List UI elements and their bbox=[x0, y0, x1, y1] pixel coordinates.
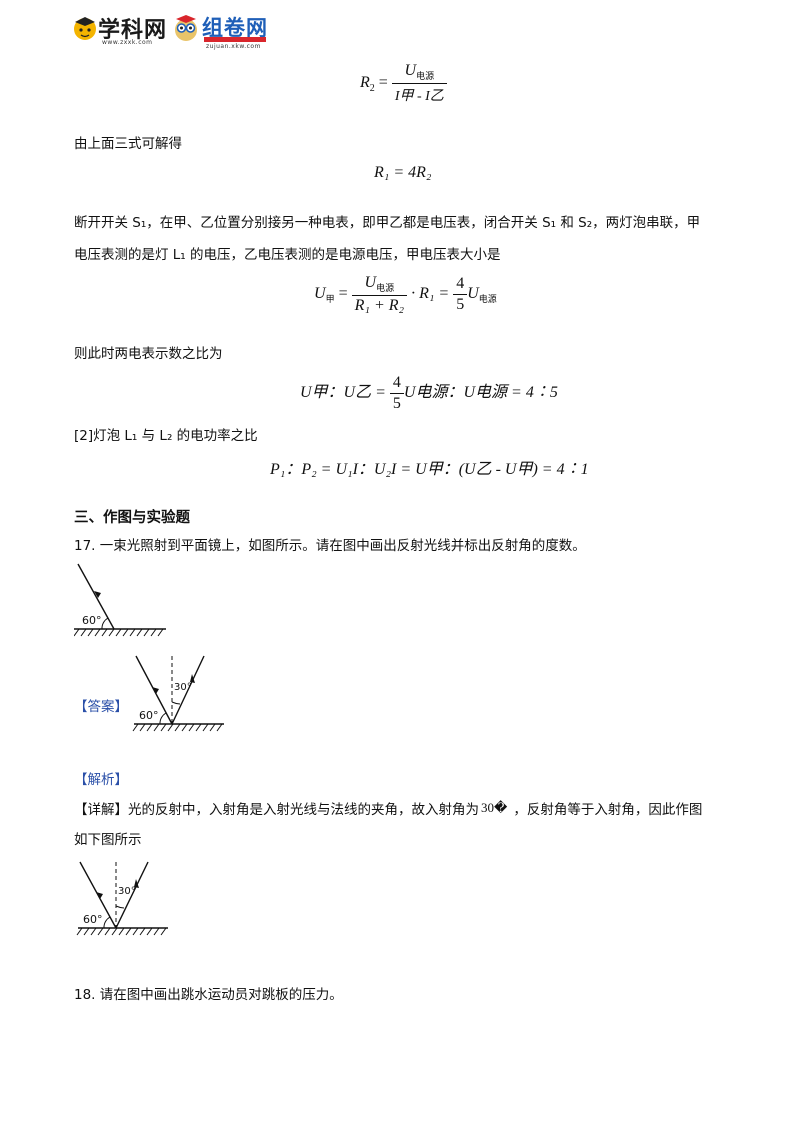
eq3-left-sub: 甲 bbox=[325, 295, 335, 306]
eq1-den: I甲 - I乙 bbox=[394, 89, 444, 104]
equation-r1: R₁ = 4R₂ bbox=[374, 164, 432, 181]
answer-angle-given: 60° bbox=[139, 709, 159, 722]
eq3-tail-sub: 电源 bbox=[478, 295, 497, 306]
eq3-fraction: U电源 R₁ + R₂ bbox=[351, 274, 408, 315]
eq3-frac-den: 5 bbox=[456, 296, 465, 313]
eq3-left: U bbox=[314, 285, 326, 303]
eq3-frac-num: 4 bbox=[453, 275, 468, 295]
eq3-num: U bbox=[364, 274, 377, 291]
eq4-fraction: 4 5 bbox=[389, 374, 404, 413]
eq4-frac-num: 4 bbox=[389, 374, 404, 394]
detail-line-1a: 【详解】光的反射中，入射角是入射光线与法线的夹角，故入射角为 bbox=[74, 802, 479, 818]
equation-u-jia: U甲 = U电源 R₁ + R₂ · R₁ = 4 5 U电源 bbox=[314, 274, 497, 315]
equation-r2: R2 = U电源 I甲 - I乙 bbox=[360, 62, 447, 105]
logo-xkw: 学科网 www.zxxk.com bbox=[72, 12, 167, 46]
detail-angle-given: 60° bbox=[83, 913, 103, 926]
equation-ratio: U甲：U乙 = 4 5 U电源：U电源 = 4∶5 bbox=[300, 374, 558, 413]
logo-zujuan-name: 组卷网 bbox=[202, 16, 268, 40]
equation-power: P₁：P₂ = U₁I：U₂I = U甲：(U乙 - U甲) = 4∶1 bbox=[270, 461, 589, 478]
detail-line-2: 如下图所示 bbox=[74, 832, 142, 848]
switch-line-2: 电压表测的是灯 L₁ 的电压，乙电压表测的是电源电压，甲电压表大小是 bbox=[74, 247, 501, 263]
eq1-left-sub: 2 bbox=[369, 83, 375, 95]
detail-angle-reflect: 30° bbox=[118, 886, 136, 897]
answer-label: 【答案】 bbox=[74, 699, 128, 715]
q17-stem: 17. 一束光照射到平面镜上，如图所示。请在图中画出反射光线并标出反射角的度数。 bbox=[74, 538, 586, 554]
eq1-left: R bbox=[360, 74, 370, 92]
switch-line-1: 断开开关 S₁，在甲、乙位置分别接另一种电表，即甲乙都是电压表，闭合开关 S₁ … bbox=[74, 215, 701, 231]
logo-zujuan: 组卷网 zujuan.xkw.com bbox=[172, 12, 272, 50]
q18-stem: 18. 请在图中画出跳水运动员对跳板的压力。 bbox=[74, 987, 343, 1003]
logo-xkw-name: 学科网 bbox=[98, 18, 168, 43]
eq1-num: U bbox=[404, 62, 417, 79]
owl-icon bbox=[175, 15, 197, 41]
derive-line: 由上面三式可解得 bbox=[74, 136, 182, 152]
eq1-fraction: U电源 I甲 - I乙 bbox=[391, 62, 447, 105]
logo-zujuan-bar bbox=[204, 37, 266, 42]
eq4-tail: U电源：U电源 = 4∶5 bbox=[403, 384, 558, 402]
detail-line-1b: ，反射角等于入射角，因此作图 bbox=[513, 802, 703, 818]
analysis-label: 【解析】 bbox=[74, 772, 128, 788]
eq3-mid: · R₁ = bbox=[411, 285, 450, 303]
section-title: 三、作图与实验题 bbox=[74, 510, 190, 526]
eq3-tail: U bbox=[467, 285, 479, 303]
detail-angle: 30� bbox=[481, 800, 508, 815]
q17-figure: 60° bbox=[74, 563, 166, 637]
power-line: [2]灯泡 L₁ 与 L₂ 的电功率之比 bbox=[74, 428, 258, 444]
eq1-num-sub: 电源 bbox=[416, 72, 435, 82]
eq4-prefix: U甲：U乙 = bbox=[300, 384, 386, 402]
mascot-icon bbox=[74, 17, 96, 40]
logo-zujuan-url: zujuan.xkw.com bbox=[206, 43, 261, 50]
q17-angle-given: 60° bbox=[82, 614, 102, 627]
logo-xkw-url: www.zxxk.com bbox=[102, 39, 153, 46]
ratio-line: 则此时两电表示数之比为 bbox=[74, 346, 223, 362]
eq3-frac-45: 4 5 bbox=[453, 275, 468, 314]
eq3-den: R₁ + R₂ bbox=[354, 297, 405, 314]
eq3-num-sub: 电源 bbox=[376, 284, 395, 294]
eq4-frac-den: 5 bbox=[392, 395, 401, 412]
detail-figure: 60° 30° bbox=[76, 861, 168, 936]
answer-angle-reflect: 30° bbox=[174, 682, 192, 693]
answer-figure: 60° 30° bbox=[132, 655, 224, 732]
